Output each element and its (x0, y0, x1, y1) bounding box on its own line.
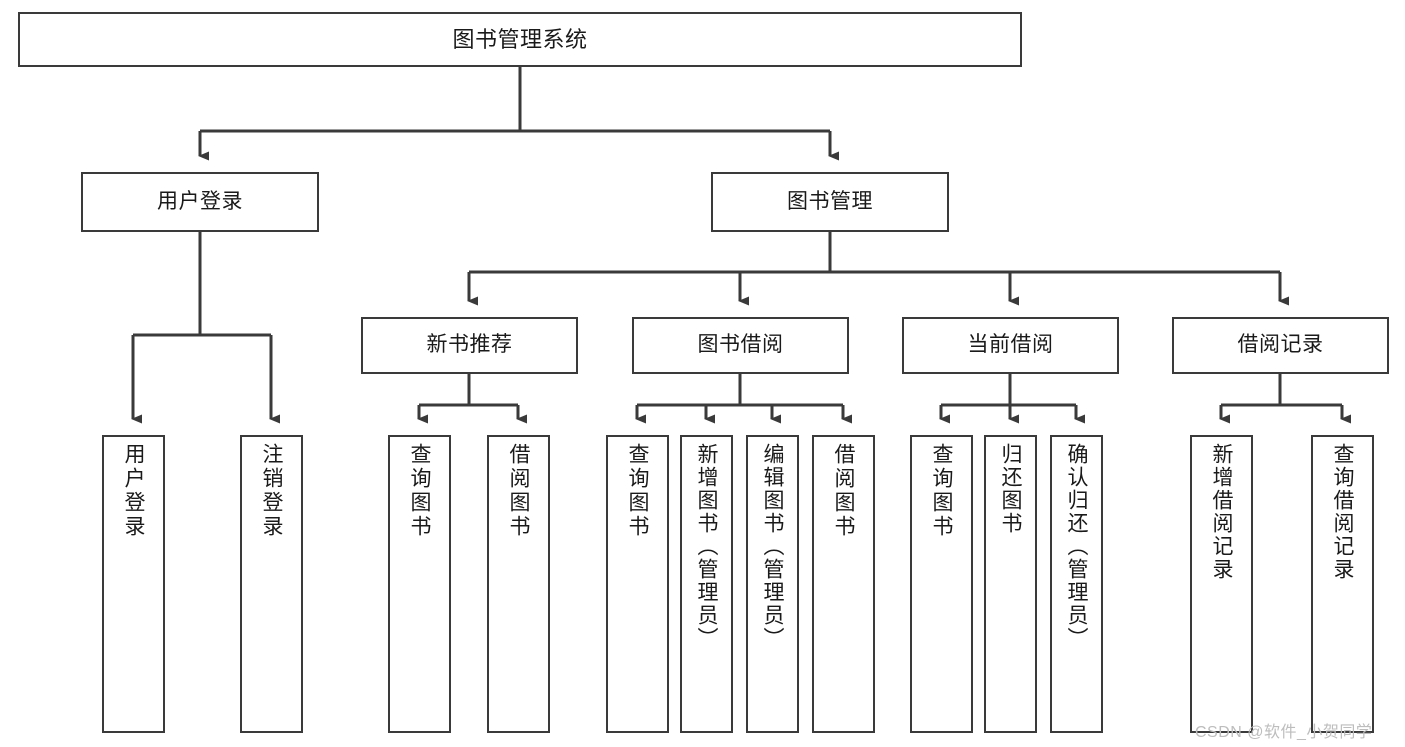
node-new-book-recommend[interactable]: 新书推荐 (361, 317, 578, 374)
node-current-borrow[interactable]: 当前借阅 (902, 317, 1119, 374)
node-label: 图书借阅 (697, 333, 784, 357)
leaf-query-borrow-record[interactable]: 查询借阅记录 (1311, 435, 1374, 733)
node-label: 借阅图书 (507, 443, 530, 539)
node-label: 确认归还（管理员） (1065, 443, 1088, 650)
leaf-borrow-book[interactable]: 借阅图书 (812, 435, 875, 733)
node-book-borrow[interactable]: 图书借阅 (632, 317, 849, 374)
leaf-logout[interactable]: 注销登录 (240, 435, 303, 733)
node-label: 新增图书（管理员） (695, 443, 718, 650)
leaf-add-book-admin[interactable]: 新增图书（管理员） (680, 435, 733, 733)
node-borrow-records[interactable]: 借阅记录 (1172, 317, 1389, 374)
leaf-borrow-book-recommend[interactable]: 借阅图书 (487, 435, 550, 733)
node-label: 用户登录 (122, 443, 145, 539)
node-label: 查询图书 (930, 443, 953, 539)
node-label: 当前借阅 (967, 333, 1054, 357)
leaf-query-book-recommend[interactable]: 查询图书 (388, 435, 451, 733)
leaf-add-borrow-record[interactable]: 新增借阅记录 (1190, 435, 1253, 733)
leaf-confirm-return-admin[interactable]: 确认归还（管理员） (1050, 435, 1103, 733)
node-label: 编辑图书（管理员） (761, 443, 784, 650)
node-book-management[interactable]: 图书管理 (711, 172, 949, 232)
node-label: 用户登录 (157, 189, 243, 213)
node-label: 借阅图书 (832, 443, 855, 539)
csdn-watermark: CSDN @软件_小贺同学 (1195, 724, 1373, 741)
node-user-login[interactable]: 用户登录 (81, 172, 319, 232)
leaf-edit-book-admin[interactable]: 编辑图书（管理员） (746, 435, 799, 733)
node-label: 查询图书 (408, 443, 431, 539)
node-label: 图书管理 (787, 189, 873, 213)
node-label: 新书推荐 (426, 333, 513, 357)
leaf-return-book[interactable]: 归还图书 (984, 435, 1037, 733)
node-root-system[interactable]: 图书管理系统 (18, 12, 1022, 67)
node-label: 查询图书 (626, 443, 649, 539)
node-label: 图书管理系统 (452, 26, 588, 52)
leaf-user-login[interactable]: 用户登录 (102, 435, 165, 733)
node-label: 归还图书 (999, 443, 1022, 535)
node-label: 新增借阅记录 (1210, 443, 1233, 581)
node-label: 注销登录 (260, 443, 283, 539)
node-label: 借阅记录 (1237, 333, 1324, 357)
leaf-query-book-borrow[interactable]: 查询图书 (606, 435, 669, 733)
node-label: 查询借阅记录 (1331, 443, 1354, 581)
leaf-query-book-current[interactable]: 查询图书 (910, 435, 973, 733)
